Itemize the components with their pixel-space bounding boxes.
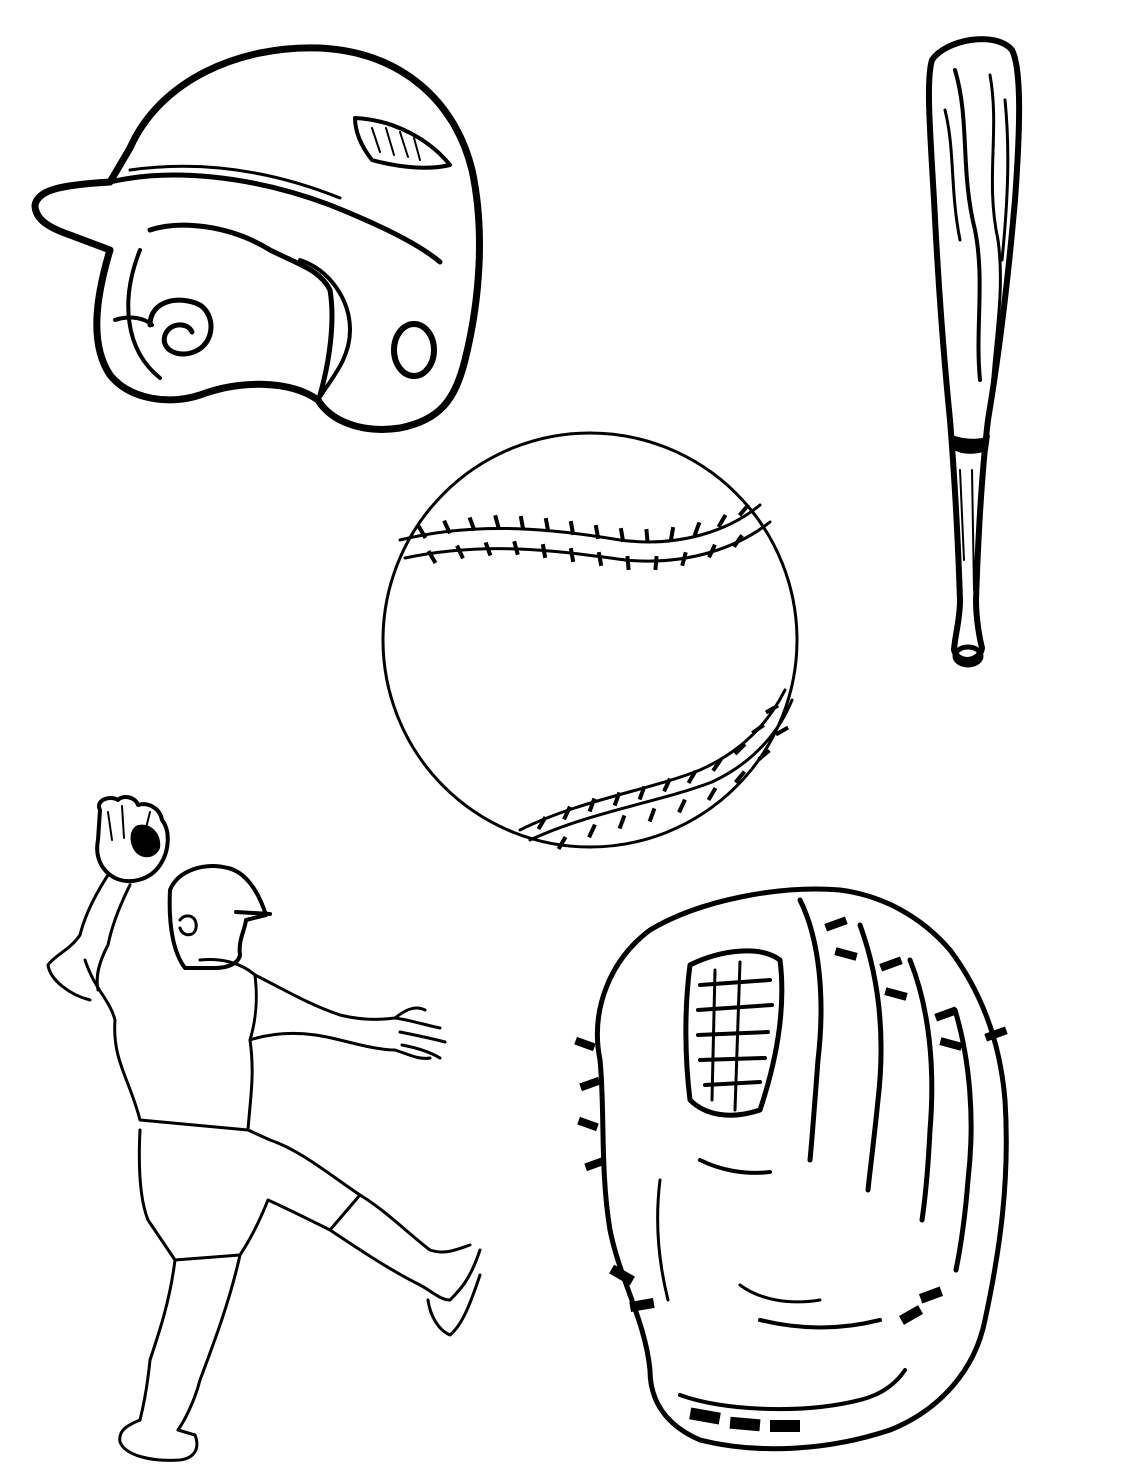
batting-helmet-icon [31,44,483,433]
baseball-bat-icon [925,36,1023,668]
baseball-icon [381,431,799,851]
baseball-glove-icon [574,886,1009,1452]
seam-stitches-upper [416,503,751,571]
glove-lacing [574,916,1008,1432]
seam-stitches-lower [536,703,790,851]
pitcher-icon [46,795,482,1462]
